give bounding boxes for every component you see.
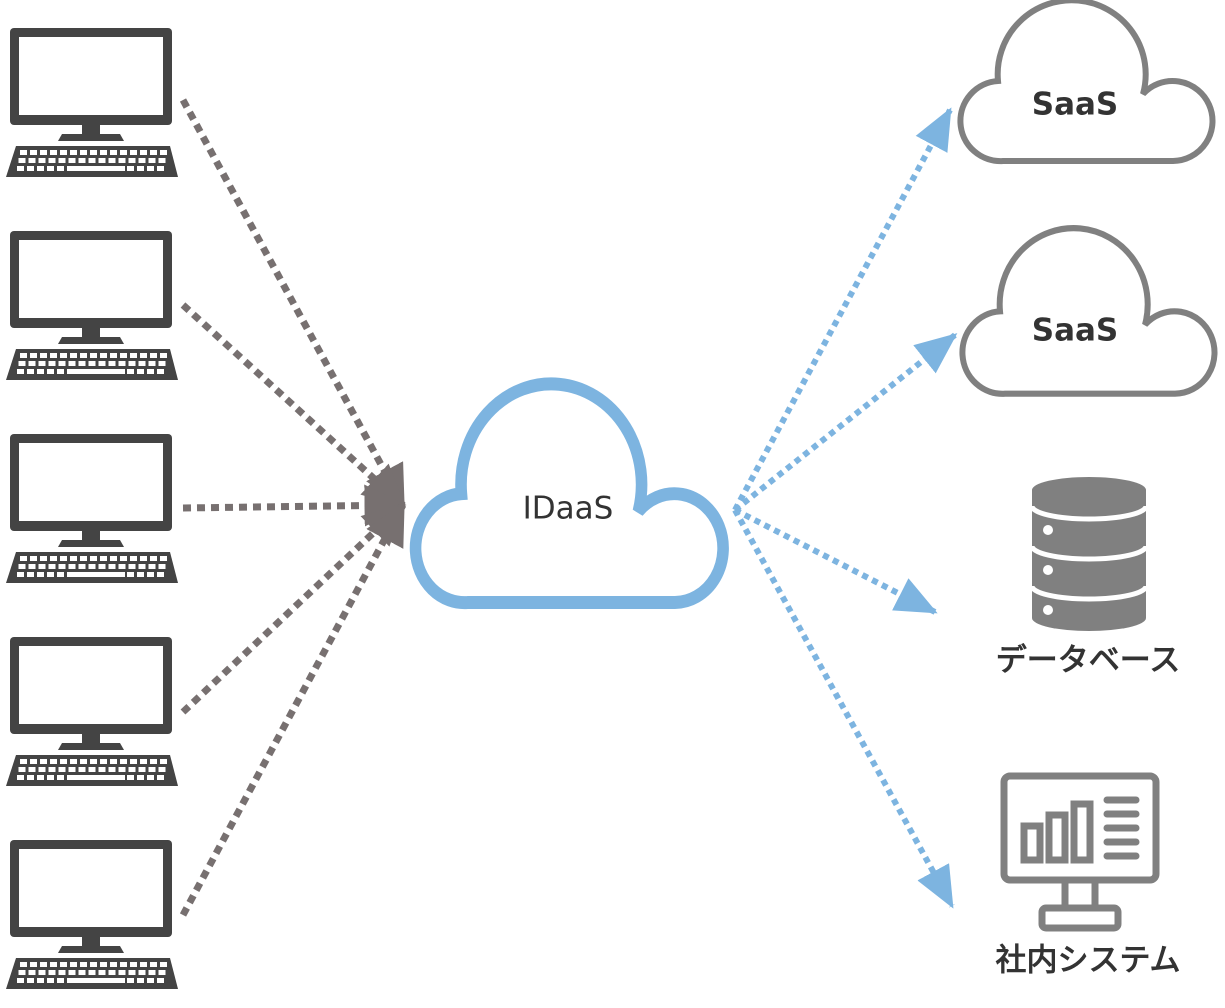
database-icon [1029,477,1149,631]
client-to-idaas-arrow [179,501,407,917]
desktop-computer-icon [6,637,178,786]
client-computer [6,637,178,786]
internal-system-label: 社内システム [995,943,1180,979]
internal-system: 社内システム [995,772,1181,979]
database-label: データベース [996,643,1180,679]
cloud-icon [962,228,1214,394]
client-computer [6,231,178,380]
client-to-idaas-arrow [180,302,406,508]
desktop-computer-icon [6,231,178,380]
desktop-computer-icon [6,28,178,177]
client-arrows [179,98,407,917]
desktop-computer-icon [6,840,178,989]
saas-label: SaaS [1032,313,1119,349]
saas-cloud-2: SaaS [962,228,1214,394]
idaas-to-service-arrow [733,507,938,615]
client-computer [6,434,178,583]
idaas-to-service-arrow [732,508,955,909]
client-computers [6,28,178,989]
service-arrows [732,107,958,909]
client-to-idaas-arrow [180,502,406,715]
saas-cloud-1: SaaS [960,0,1212,161]
client-computer [6,840,178,989]
client-computer [6,28,178,177]
monitor-chart-icon [1000,772,1160,932]
idaas-label: IDaaS [523,491,614,527]
cloud-icon [960,0,1212,161]
client-to-idaas-arrow [182,484,407,527]
desktop-computer-icon [6,434,178,583]
saas-label: SaaS [1032,87,1119,123]
idaas-to-service-arrow [732,107,953,512]
idaas-cloud: IDaaS [416,384,724,603]
idaas-to-service-arrow [733,332,958,513]
client-to-idaas-arrow [179,98,407,509]
database: データベース [996,477,1180,679]
